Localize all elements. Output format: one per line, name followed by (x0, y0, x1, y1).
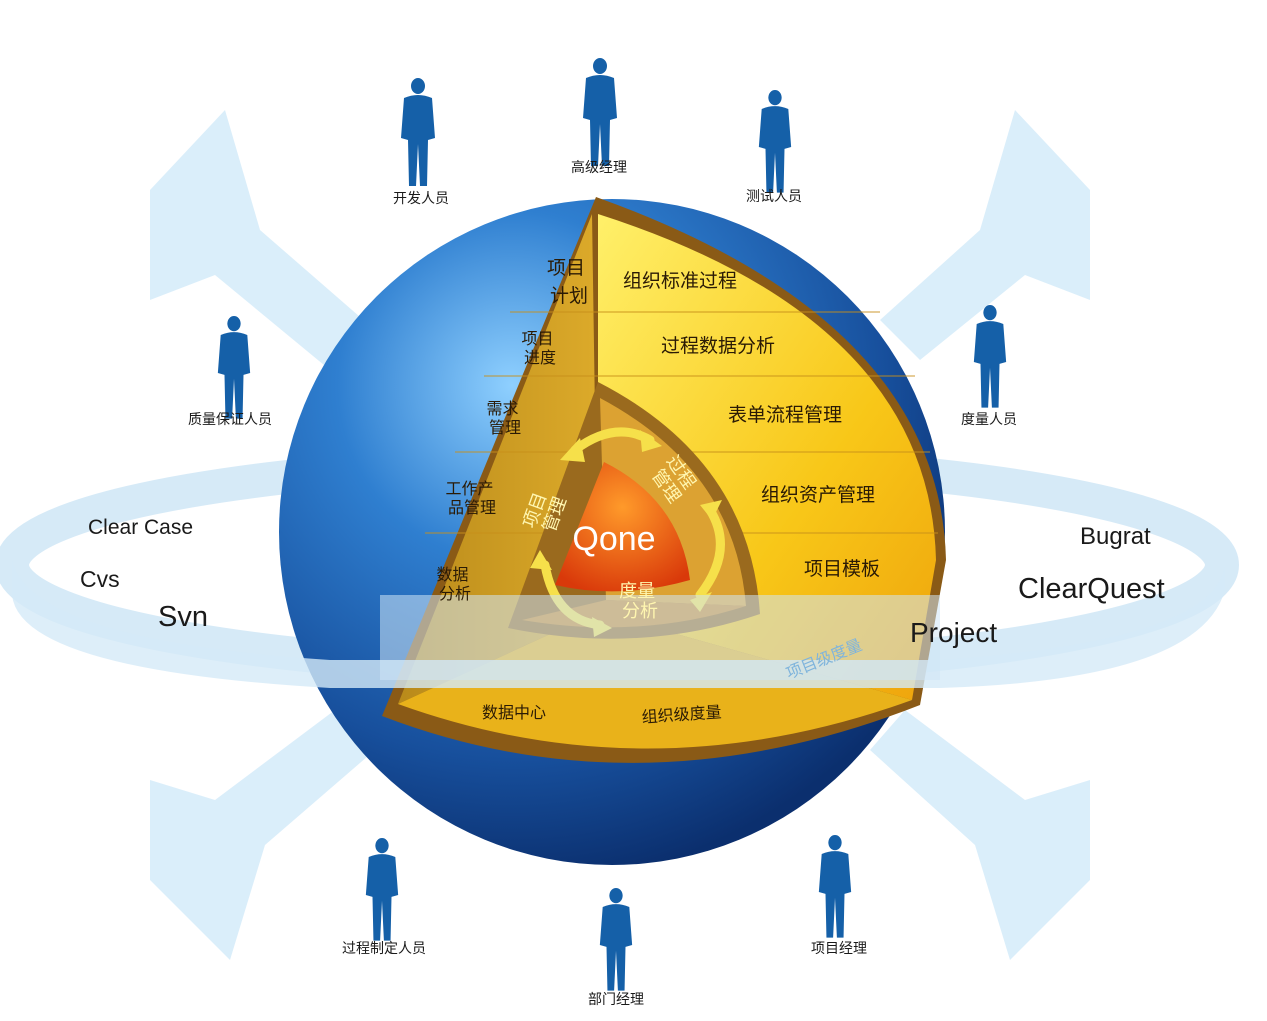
role-process-maker: 过程制定人员 (342, 941, 426, 957)
layer-templates: 项目模板 (804, 558, 880, 580)
tool-clearquest: ClearQuest (1018, 573, 1165, 605)
arrow-bottom-left (150, 710, 375, 960)
layer-data-center: 数据中心 (482, 703, 546, 722)
core-measure: 度量 分析 (619, 581, 661, 622)
layer-work-product: 工作产 品管理 (445, 479, 498, 517)
figure-developer (401, 78, 435, 186)
core-title: Qone (572, 520, 655, 558)
figure-senior-manager (583, 58, 617, 166)
figure-tester (758, 90, 792, 193)
tool-clearcase: Clear Case (88, 516, 193, 539)
layer-plan: 项目 计划 (547, 257, 591, 307)
figure-dept-manager (599, 888, 633, 991)
figure-measurement (973, 305, 1007, 408)
arrow-top-right (880, 110, 1090, 360)
tool-project: Project (910, 617, 997, 648)
arrow-bottom-right (870, 710, 1090, 960)
tool-cvs: Cvs (80, 566, 120, 592)
layer-assets: 组织资产管理 (761, 484, 875, 506)
role-measurement: 度量人员 (961, 412, 1017, 428)
layer-requirements: 需求 管理 (486, 399, 523, 437)
role-qa: 质量保证人员 (188, 412, 272, 428)
layer-progress: 项目 进度 (521, 329, 558, 367)
figure-project-manager (818, 835, 852, 938)
tool-svn: Svn (158, 601, 208, 633)
role-developer: 开发人员 (393, 191, 449, 207)
arrows-layer (150, 110, 1090, 960)
layer-data-analysis: 数据 分析 (436, 565, 473, 603)
people-layer (217, 58, 1007, 991)
role-senior-manager: 高级经理 (571, 159, 627, 176)
layer-form-flow: 表单流程管理 (728, 404, 842, 426)
figure-process-maker (365, 838, 399, 941)
measure-band (380, 595, 940, 680)
role-dept-manager: 部门经理 (588, 992, 644, 1008)
figure-qa (217, 316, 251, 419)
layer-std-process: 组织标准过程 (623, 270, 737, 292)
core-orb (555, 462, 690, 592)
role-tester: 测试人员 (746, 189, 802, 205)
arrow-top-left (150, 110, 375, 370)
layer-process-data: 过程数据分析 (661, 335, 775, 357)
role-project-manager: 项目经理 (811, 941, 867, 957)
tool-bugrat: Bugrat (1080, 523, 1151, 550)
